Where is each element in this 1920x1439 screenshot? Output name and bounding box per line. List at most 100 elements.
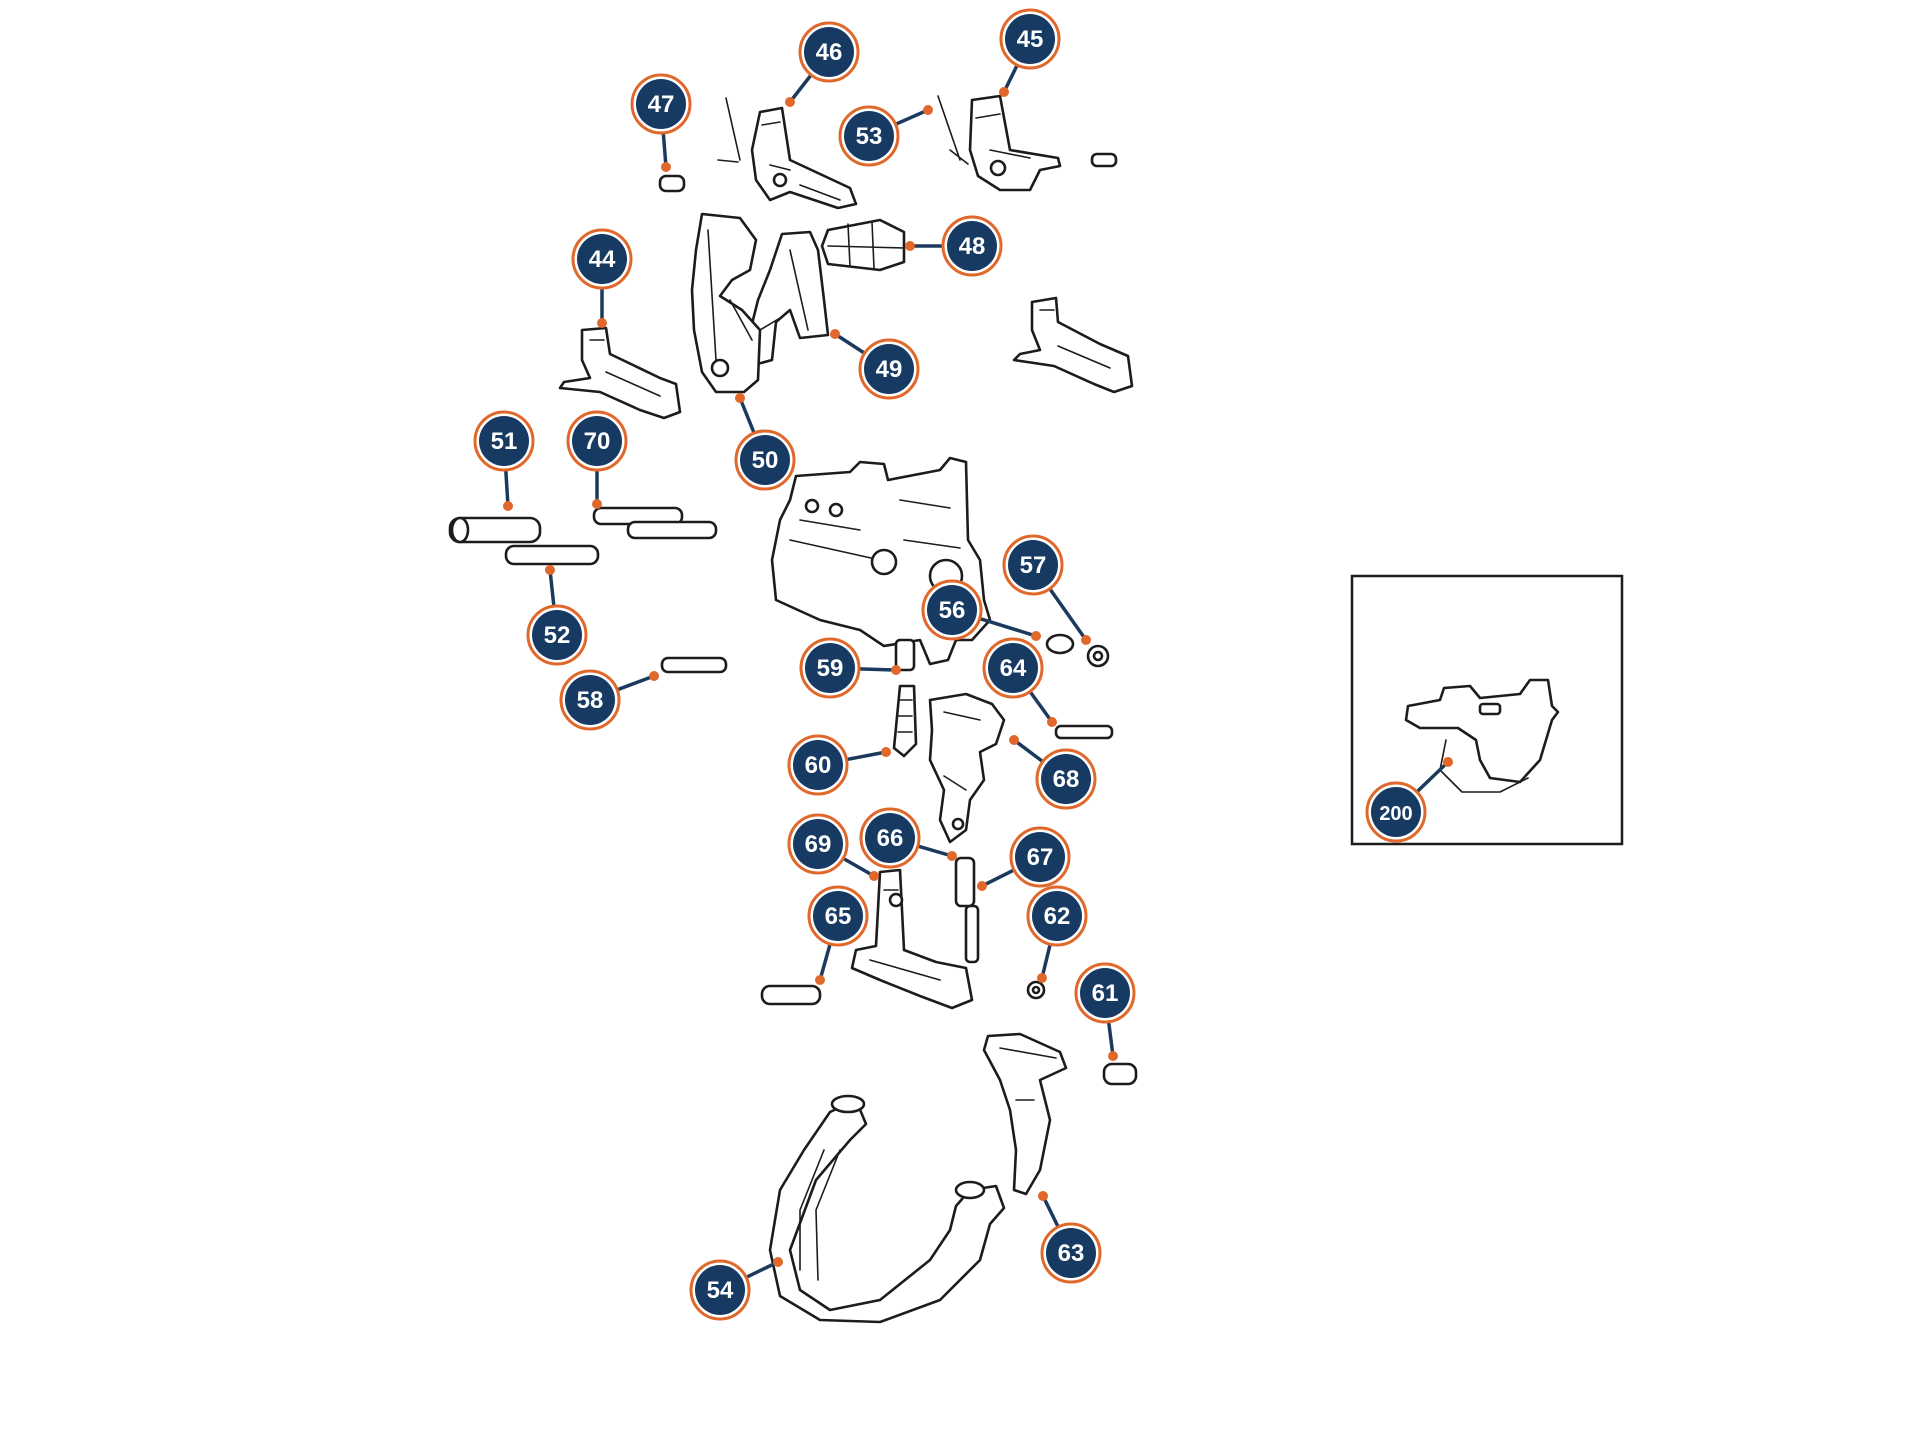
callout-49[interactable]: 49: [858, 338, 920, 400]
callout-label: 53: [856, 123, 883, 150]
callout-62[interactable]: 62: [1026, 885, 1088, 947]
callout-60[interactable]: 60: [787, 734, 849, 796]
callout-65[interactable]: 65: [807, 885, 869, 947]
callout-69[interactable]: 69: [787, 813, 849, 875]
callout-63[interactable]: 63: [1040, 1222, 1102, 1284]
callout-70[interactable]: 70: [566, 410, 628, 472]
callout-200[interactable]: 200: [1365, 781, 1427, 843]
leader-line-69: [841, 856, 876, 878]
leader-dot-62: [1037, 973, 1047, 983]
part-61-cap: [1102, 1062, 1138, 1086]
callout-label: 51: [491, 428, 518, 455]
callout-47[interactable]: 47: [630, 73, 692, 135]
leader-line-54: [744, 1260, 780, 1280]
part-lever-right: [1012, 296, 1134, 394]
leader-line-60: [844, 750, 888, 762]
callout-label: 45: [1017, 26, 1044, 53]
callout-54[interactable]: 54: [689, 1259, 751, 1321]
callout-core: [1008, 540, 1058, 590]
part-69-inertia-block: [850, 868, 974, 1010]
leader-dot-64: [1047, 717, 1057, 727]
callout-core: [947, 221, 997, 271]
callout-51[interactable]: 51: [473, 410, 535, 472]
part-44-lever-left: [558, 326, 682, 420]
leader-line-57: [1047, 586, 1088, 642]
callout-45[interactable]: 45: [999, 8, 1061, 70]
callout-core: [1005, 14, 1055, 64]
leader-dot-58: [649, 671, 659, 681]
leader-dot-46: [785, 97, 795, 107]
callout-label: 67: [1027, 844, 1054, 871]
part-200-assembled-trigger: [1404, 678, 1560, 793]
leader-line-56: [977, 616, 1038, 638]
callout-core: [844, 111, 894, 161]
leader-dot-65: [815, 975, 825, 985]
leader-dot-68: [1009, 735, 1019, 745]
leader-line-63: [1041, 1194, 1060, 1229]
callout-56[interactable]: 56: [921, 579, 983, 641]
leader-dot-53: [923, 105, 933, 115]
part-70-pins: [592, 506, 718, 540]
leader-dot-47: [661, 162, 671, 172]
callout-core: [793, 819, 843, 869]
callout-core: [572, 416, 622, 466]
leader-line-49: [833, 332, 867, 355]
callout-57[interactable]: 57: [1002, 534, 1064, 596]
callout-core: [532, 610, 582, 660]
leader-line-52: [548, 568, 556, 608]
callout-label: 61: [1092, 980, 1119, 1007]
callout-core: [813, 891, 863, 941]
callout-core: [793, 740, 843, 790]
part-48-block: [820, 218, 906, 272]
callout-66[interactable]: 66: [859, 807, 921, 869]
callout-core: [1015, 832, 1065, 882]
callout-core: [865, 813, 915, 863]
callout-core: [805, 643, 855, 693]
callout-label: 56: [939, 597, 966, 624]
callout-label: 57: [1020, 552, 1047, 579]
part-49-hammer-right: [746, 230, 830, 368]
leader-dot-70: [592, 499, 602, 509]
leader-line-50: [738, 396, 756, 435]
leader-dot-59: [891, 665, 901, 675]
callout-52[interactable]: 52: [526, 604, 588, 666]
leader-dot-66: [947, 851, 957, 861]
part-54-trigger-guard: [768, 1094, 1006, 1324]
callout-core: [565, 675, 615, 725]
leader-line-200: [1415, 760, 1450, 794]
leader-line-53: [893, 108, 930, 127]
part-68-selector: [928, 692, 1006, 844]
callout-core: [864, 344, 914, 394]
callout-label: 60: [805, 752, 832, 779]
callout-68[interactable]: 68: [1035, 748, 1097, 810]
leader-dot-52: [545, 565, 555, 575]
callout-label: 50: [752, 447, 779, 474]
callout-58[interactable]: 58: [559, 669, 621, 731]
callout-59[interactable]: 59: [799, 637, 861, 699]
inset-frame: [1350, 574, 1624, 846]
callout-core: [1371, 787, 1421, 837]
callout-67[interactable]: 67: [1009, 826, 1071, 888]
callout-50[interactable]: 50: [734, 429, 796, 491]
callout-core: [1041, 754, 1091, 804]
callout-label: 63: [1058, 1240, 1085, 1267]
leader-line-47: [661, 131, 668, 169]
part-47-pin-small: [658, 174, 686, 193]
callout-label: 65: [825, 903, 852, 930]
leader-dot-63: [1038, 1191, 1048, 1201]
callout-label: 49: [876, 356, 903, 383]
callout-48[interactable]: 48: [941, 215, 1003, 277]
callout-53[interactable]: 53: [838, 105, 900, 167]
callout-core: [988, 643, 1038, 693]
part-51-pin: [448, 516, 542, 544]
leader-line-58: [615, 674, 656, 692]
callout-core: [577, 234, 627, 284]
callout-46[interactable]: 46: [798, 21, 860, 83]
leader-dot-45: [999, 87, 1009, 97]
callout-61[interactable]: 61: [1074, 962, 1136, 1024]
part-65-pin: [760, 984, 822, 1006]
leader-dot-200: [1443, 757, 1453, 767]
callout-64[interactable]: 64: [982, 637, 1044, 699]
callout-44[interactable]: 44: [571, 228, 633, 290]
